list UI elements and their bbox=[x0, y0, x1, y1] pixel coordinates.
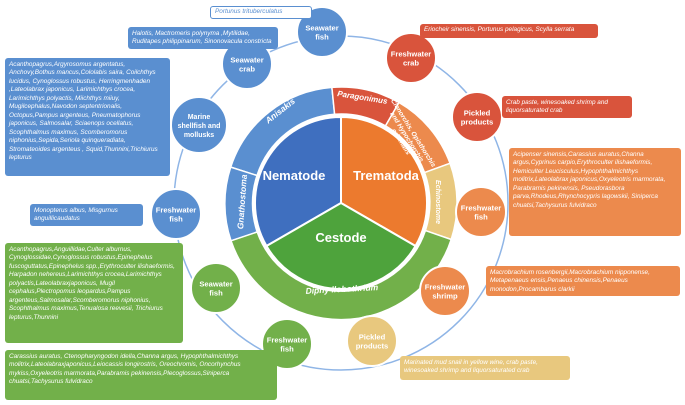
node-circle bbox=[346, 315, 398, 367]
node-label: fish bbox=[209, 289, 223, 298]
box-green-sea-list: Acanthopagrus,Anguillidae,Culter alburnu… bbox=[5, 243, 183, 343]
arc-label-gnathostoma: Gnathostoma bbox=[235, 174, 249, 230]
box-mud-snail: Marinated mud snail in yellow wine, crab… bbox=[400, 356, 570, 380]
arc-diphyllobothrium bbox=[230, 229, 453, 321]
node-label: shellfish and bbox=[178, 123, 221, 130]
node-label: Pickled bbox=[464, 109, 491, 118]
box-marine-fish-list: Acanthopagrus,Argyrosomus argentatus, An… bbox=[5, 58, 170, 176]
box-macrobrachium: Macrobrachium rosenbergii,Macrobrachium … bbox=[486, 266, 680, 296]
node-circle bbox=[170, 96, 228, 154]
box-portunus: Portunus trituberculatus bbox=[210, 6, 312, 19]
box-crab-paste: Crab paste, winesoaked shrimp and liquor… bbox=[502, 96, 632, 118]
node-label: Freshwater bbox=[461, 204, 502, 213]
node-label: Freshwater bbox=[156, 206, 197, 215]
node-label: fish bbox=[474, 213, 488, 222]
node-label: shrimp bbox=[432, 292, 458, 301]
label-trematoda: Trematoda bbox=[353, 168, 420, 183]
box-monopterus: Monopterus albus, Misgurnus anguillicaud… bbox=[30, 204, 143, 226]
node-label: fish bbox=[169, 215, 183, 224]
arc-label-echinostome: Echinostome bbox=[434, 180, 441, 224]
node-circle bbox=[419, 265, 471, 317]
node-label: Freshwater bbox=[391, 50, 432, 59]
arc-gnathostoma bbox=[224, 166, 259, 242]
node-label: Pickled bbox=[359, 333, 386, 342]
node-label: Seawater bbox=[230, 56, 263, 65]
node-label: Marine bbox=[188, 114, 211, 121]
node-circle bbox=[296, 6, 348, 58]
arc-label-diphyllobothrium: Diphy llobothrium bbox=[305, 282, 379, 296]
sector-trematoda bbox=[340, 115, 429, 248]
node-label: fish bbox=[315, 33, 329, 42]
host-nodes: SeawaterfishSeawatercrabMarineshellfish … bbox=[150, 6, 507, 370]
node-label: crab bbox=[239, 65, 255, 74]
node-label: fish bbox=[280, 345, 294, 354]
node-label: crab bbox=[403, 59, 419, 68]
node-label: Seawater bbox=[305, 24, 338, 33]
node-circle bbox=[455, 186, 507, 238]
node-label: mollusks bbox=[184, 132, 214, 139]
node-label: Seawater bbox=[199, 280, 232, 289]
node-circle bbox=[385, 32, 437, 84]
node-marine-shellfish: Marine shellfish and mollusks bbox=[170, 96, 228, 154]
box-carassius: Carassius auratus, Ctenopharyngodon idel… bbox=[5, 350, 277, 400]
box-halotis: Halotis, Mactromeris polynyma ,Mytilidae… bbox=[128, 27, 278, 49]
node-circle bbox=[150, 188, 202, 240]
label-cestode: Cestode bbox=[315, 230, 366, 245]
node-label: products bbox=[461, 118, 494, 127]
sector-cestode bbox=[265, 201, 417, 291]
node-label: Freshwater bbox=[425, 283, 466, 292]
box-eriocheir: Eriocheir sinensis, Portunus pelagicus, … bbox=[420, 24, 598, 38]
node-label: products bbox=[356, 342, 389, 351]
sector-nematode bbox=[253, 115, 342, 248]
node-circle bbox=[190, 262, 242, 314]
box-acipenser: Acipenser sinensis,Carassius auratus,Cha… bbox=[509, 148, 681, 236]
node-label: Freshwater bbox=[267, 336, 308, 345]
label-nematode: Nematode bbox=[263, 168, 326, 183]
